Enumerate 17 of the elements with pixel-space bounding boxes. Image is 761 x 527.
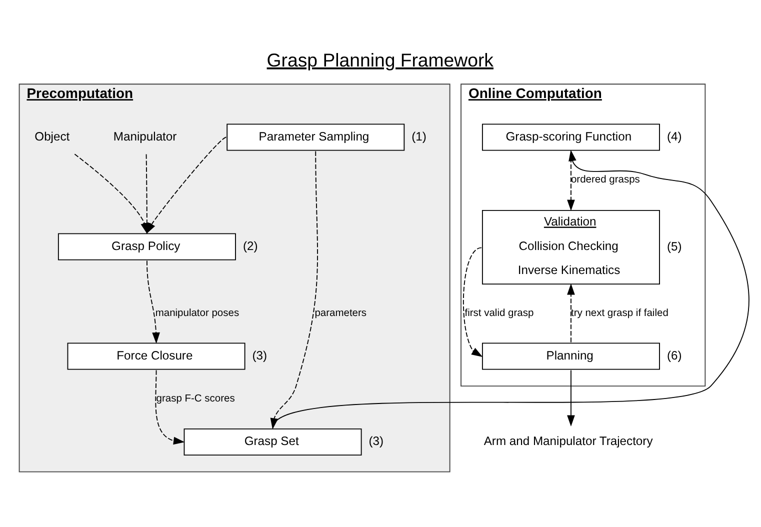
diagram-title: Grasp Planning Framework xyxy=(266,48,494,70)
edge-label: grasp F-C scores xyxy=(156,393,235,404)
node-label: (3) xyxy=(368,434,384,448)
edge-label: parameters xyxy=(314,308,367,318)
node-text: Arm and Manipulator Trajectory xyxy=(484,434,653,448)
node-text: Object xyxy=(34,128,70,143)
node-label: (4) xyxy=(666,128,682,143)
node-label: (5) xyxy=(666,238,682,253)
node-label: (6) xyxy=(666,348,682,362)
edge-label: ordered grasps xyxy=(570,174,640,186)
node-label: (1) xyxy=(412,128,426,143)
node-label: (3) xyxy=(252,348,268,362)
edge-label: first valid grasp xyxy=(464,308,534,318)
edge-label: try next grasp if failed xyxy=(570,308,668,318)
node-label: (2) xyxy=(242,238,258,252)
node-text: Manipulator xyxy=(113,128,177,143)
edge-label: manipulator poses xyxy=(155,308,240,318)
